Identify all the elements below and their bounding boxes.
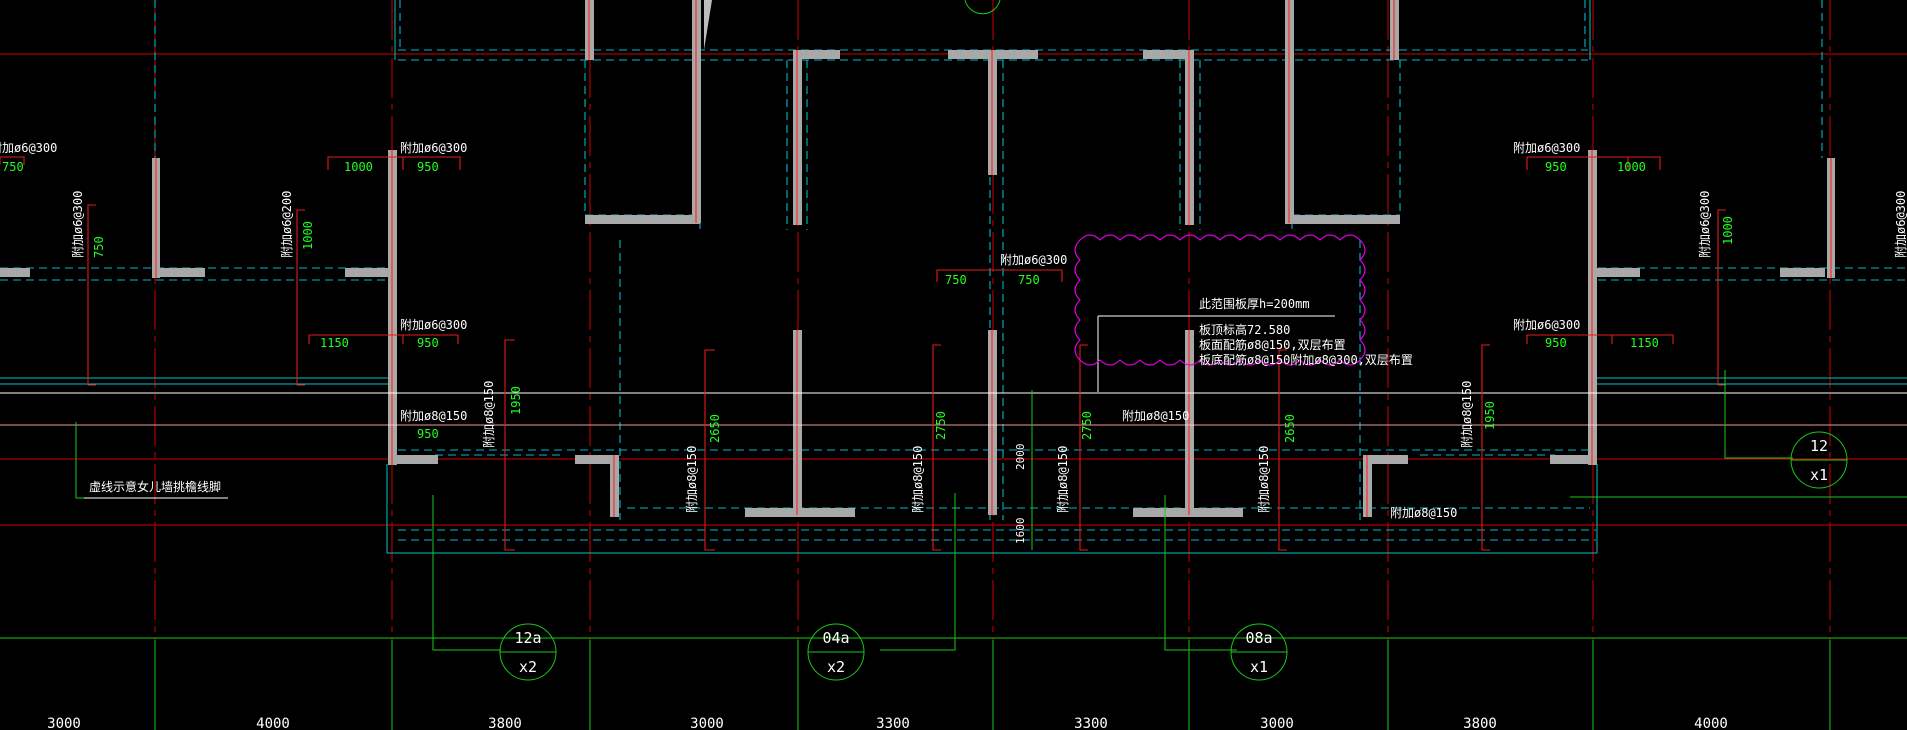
callout-08a-top: 08a bbox=[1245, 629, 1272, 647]
dim-label: 1950 bbox=[1483, 401, 1497, 430]
callout-08a[interactable]: 08a x1 bbox=[1230, 623, 1288, 681]
axis-dim: 3000 bbox=[690, 716, 724, 730]
rebar-label: 附加ø6@300 bbox=[400, 141, 467, 155]
rebar-label: 附加ø8@150 bbox=[1390, 506, 1457, 520]
dimension-labels: 750 1000 950 1150 950 950 750 750 950 10… bbox=[2, 160, 1735, 544]
dim-label: 950 bbox=[1545, 336, 1567, 350]
dim-label: 750 bbox=[2, 160, 24, 174]
dim-label: 2000 bbox=[1014, 444, 1027, 471]
wall-cores bbox=[155, 0, 1832, 517]
callout-04a[interactable]: 04a x2 bbox=[807, 623, 865, 681]
axis-dim: 4000 bbox=[256, 716, 290, 730]
dim-label: 750 bbox=[1018, 273, 1040, 287]
rebar-label: 附加ø8@150 bbox=[911, 446, 925, 513]
rebar-label: 附加ø6@300 bbox=[400, 318, 467, 332]
dim-label: 950 bbox=[417, 336, 439, 350]
axis-dim: 4000 bbox=[1694, 716, 1728, 730]
slab-note-line1: 此范围板厚h=200mm bbox=[1199, 297, 1310, 311]
axis-dim: 3000 bbox=[47, 716, 81, 730]
dim-label: 2750 bbox=[1080, 411, 1094, 440]
rebar-label: 附加ø8@150 bbox=[1257, 446, 1271, 513]
rebar-label: 附加ø8@150 bbox=[685, 446, 699, 513]
dim-label: 1000 bbox=[1617, 160, 1646, 174]
callout-12-top: 12 bbox=[1810, 437, 1828, 455]
slab-note-line3: 板面配筋ø8@150,双层布置 bbox=[1199, 337, 1346, 352]
dim-label: 1950 bbox=[509, 386, 523, 415]
callout-04a-bottom: x2 bbox=[827, 658, 845, 676]
callout-12-bottom: x1 bbox=[1810, 466, 1828, 484]
rebar-label: 附加ø6@300 bbox=[71, 191, 85, 258]
revision-cloud bbox=[1074, 234, 1366, 366]
dashed-legend-note: 虚线示意女儿墙挑檐线脚 bbox=[89, 479, 221, 494]
rebar-label: 附加ø8@150 bbox=[482, 381, 496, 448]
dim-label: 2650 bbox=[1283, 414, 1297, 443]
dim-label: 2750 bbox=[934, 411, 948, 440]
axis-dim: 3300 bbox=[876, 716, 910, 730]
rebar-label: 附加ø8@150 bbox=[1056, 446, 1070, 513]
dim-label: 950 bbox=[1545, 160, 1567, 174]
rebar-extent-lines bbox=[0, 156, 1726, 551]
rebar-labels: 附加ø6@300 附加ø6@300 附加ø6@300 附加ø8@150 附加ø6… bbox=[0, 141, 1580, 520]
rebar-label: 附加ø8@150 bbox=[1122, 409, 1189, 423]
rebar-label: 附加ø8@150 bbox=[1460, 381, 1474, 448]
dim-label: 1150 bbox=[320, 336, 349, 350]
slab-note-line2: 板顶标高72.580 bbox=[1199, 322, 1290, 337]
dim-label: 1000 bbox=[301, 221, 315, 250]
rebar-label: 附加ø6@300 bbox=[1894, 191, 1907, 258]
top-axis-bubble-partial bbox=[964, 0, 1001, 15]
dim-label: 1600 bbox=[1014, 518, 1027, 545]
axis-dim: 3800 bbox=[1463, 716, 1497, 730]
axis-dim: 3000 bbox=[1260, 716, 1294, 730]
rebar-label: 附加ø6@300 bbox=[1000, 253, 1067, 267]
callout-04a-top: 04a bbox=[822, 629, 849, 647]
dim-label: 950 bbox=[417, 427, 439, 441]
callout-08a-bottom: x1 bbox=[1250, 658, 1268, 676]
dim-label: 1000 bbox=[344, 160, 373, 174]
rebar-label: 附加ø6@200 bbox=[280, 191, 294, 258]
dim-label: 1150 bbox=[1630, 336, 1659, 350]
callout-12[interactable]: 12 x1 bbox=[1790, 431, 1848, 489]
notes: 虚线示意女儿墙挑檐线脚 此范围板厚h=200mm 板顶标高72.580 板面配筋… bbox=[84, 297, 1413, 499]
callout-12a-top: 12a bbox=[514, 629, 541, 647]
callout-12a-bottom: x2 bbox=[519, 658, 537, 676]
dim-label: 1000 bbox=[1721, 216, 1735, 245]
dim-label: 2650 bbox=[708, 414, 722, 443]
green-leaders bbox=[0, 370, 1907, 730]
rebar-labels-vertical: 附加ø6@300 附加ø6@200 附加ø8@150 附加ø8@150 附加ø8… bbox=[71, 191, 1907, 513]
rebar-label: 附加ø6@300 bbox=[0, 141, 57, 155]
dim-label: 750 bbox=[945, 273, 967, 287]
axis-dimension-row: 3000 4000 3800 3000 3300 3300 3000 3800 … bbox=[47, 716, 1728, 730]
rebar-label: 附加ø6@300 bbox=[1513, 318, 1580, 332]
rebar-label: 附加ø6@300 bbox=[1513, 141, 1580, 155]
slab-lines bbox=[0, 315, 1907, 426]
axis-dim: 3300 bbox=[1074, 716, 1108, 730]
slab-note-line4: 板底配筋ø8@150附加ø8@300,双层布置 bbox=[1199, 352, 1413, 367]
rebar-label: 附加ø6@300 bbox=[1698, 191, 1712, 258]
dim-label: 750 bbox=[92, 236, 106, 258]
callout-12a[interactable]: 12a x2 bbox=[499, 623, 557, 681]
rebar-label: 附加ø8@150 bbox=[400, 409, 467, 423]
axis-dim: 3800 bbox=[488, 716, 522, 730]
dim-label: 950 bbox=[417, 160, 439, 174]
